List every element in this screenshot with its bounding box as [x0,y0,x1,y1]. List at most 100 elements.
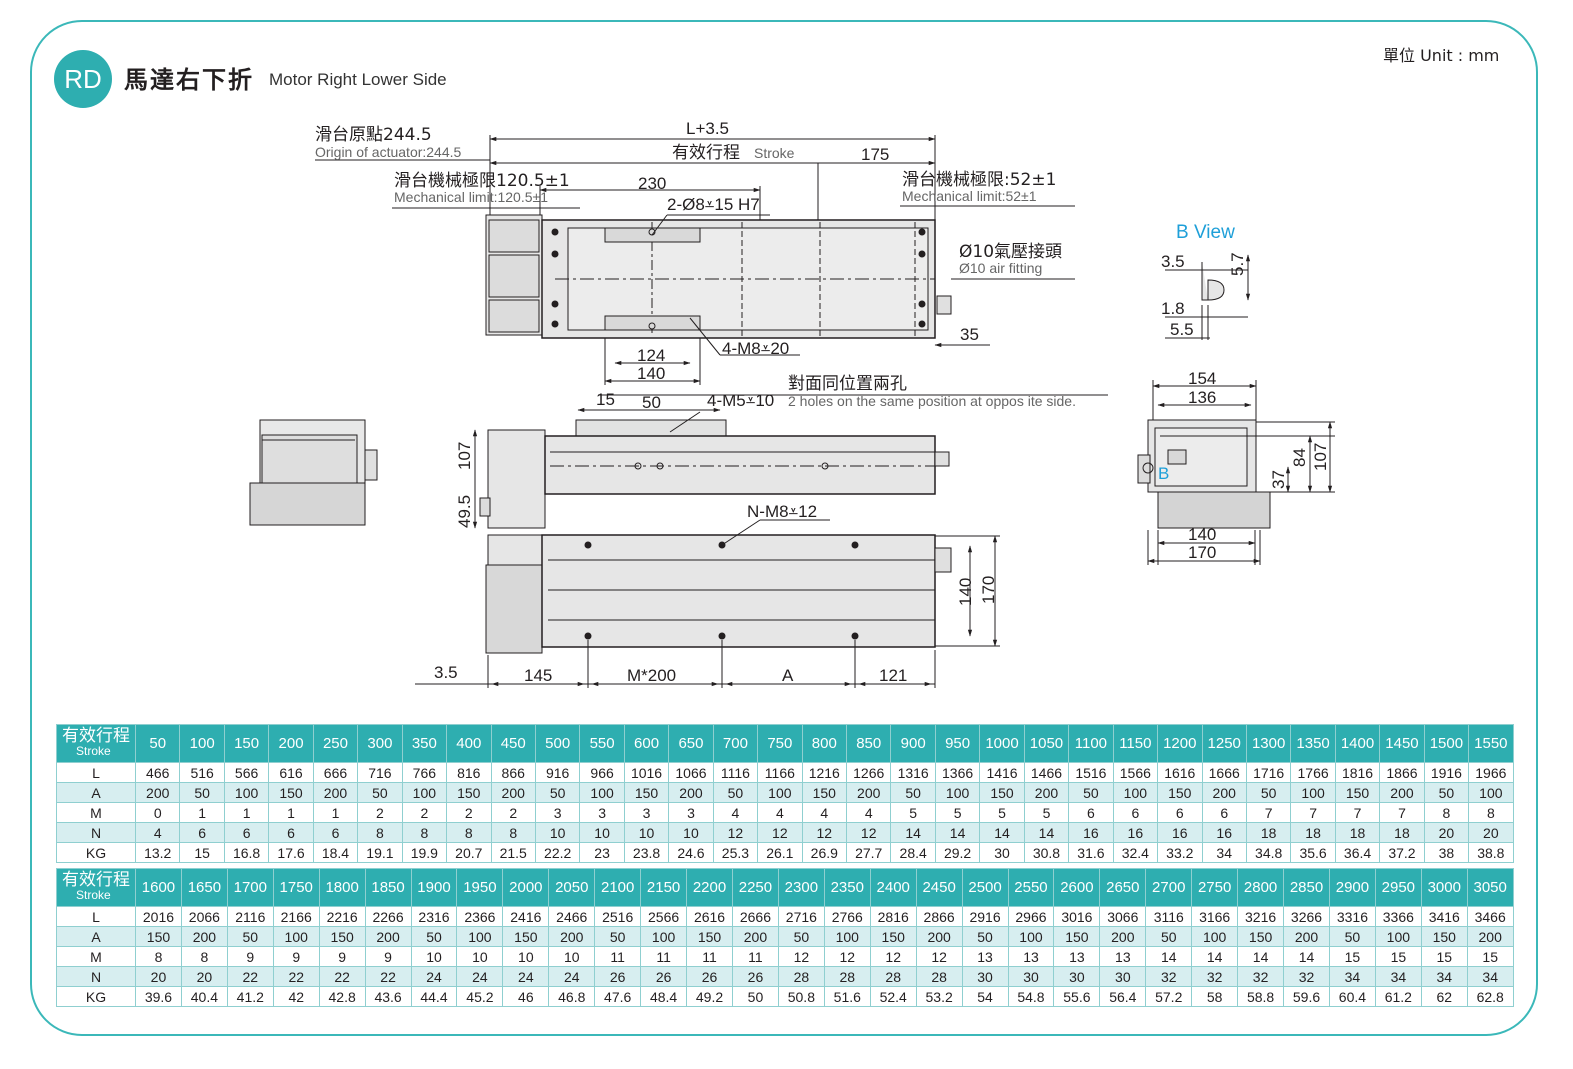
table-cell: 50 [712,782,759,803]
stroke-value-cell: 1200 [1157,724,1203,763]
table-cell: 1016 [623,762,670,783]
table-cell: 10 [456,946,504,967]
stroke-header-cn: 有效行程 [62,725,130,746]
table-cell: 36.4 [1334,842,1381,863]
table-cell: 26 [731,966,779,987]
table-cell: 15 [1328,946,1376,967]
stroke-value-cell: 2650 [1099,868,1147,907]
table-cell: 3 [668,802,714,823]
dim-84: 84 [1290,448,1309,467]
table-cell: 16.8 [223,842,270,863]
stroke-value-cell: 2550 [1007,868,1055,907]
table-cell: 3166 [1191,906,1239,927]
table-cell: 12 [757,822,803,843]
table-cell: 34 [1420,966,1468,987]
table-cell: 32.4 [1112,842,1159,863]
table-cell: 50 [226,926,274,947]
table-cell: 55.6 [1053,986,1101,1007]
mech-limit-left-en: Mechanical limit:120.5±1 [394,189,548,205]
table-cell: 18 [1379,822,1425,843]
table-cell: 3316 [1328,906,1376,927]
table-cell: 42.8 [318,986,366,1007]
table-cell: 56.4 [1099,986,1147,1007]
stroke-value-cell: 2900 [1328,868,1376,907]
table-cell: 8 [490,822,536,843]
table-cell: 150 [135,926,182,947]
table-cell: 49.2 [686,986,733,1007]
table-cell: 14 [1145,946,1193,967]
stroke-value-cell: 300 [357,724,403,763]
table-cell: 100 [223,782,270,803]
table-cell: 1 [223,802,270,823]
table-cell: 34 [1328,966,1376,987]
table-cell: 8 [135,946,182,967]
table-cell: 6 [223,822,270,843]
table-cell: 100 [1374,926,1422,947]
dim-49-5: 49.5 [455,495,474,528]
table-cell: 19.9 [401,842,448,863]
dim-140-top: 140 [637,364,665,383]
row-label: M [56,946,136,967]
dim-3-5-bottom: 3.5 [434,663,458,682]
stroke-value-cell: 2050 [548,868,596,907]
table-cell: 3266 [1283,906,1330,927]
dim-124: 124 [637,346,665,365]
table-cell: 14 [1283,946,1330,967]
table-cell: 24 [502,966,550,987]
table-cell: 23.8 [623,842,670,863]
table-cell: 2416 [502,906,550,927]
stroke-header-en: Stroke [76,743,111,758]
table-cell: 12 [712,822,759,843]
table-cell: 200 [1466,926,1514,947]
table-cell: 16 [1201,822,1247,843]
table-cell: 2366 [456,906,504,927]
table-cell: 12 [823,946,871,967]
table-cell: 28 [823,966,871,987]
table-cell: 6 [312,822,359,843]
table-cell: 11 [594,946,642,967]
stroke-value-cell: 3050 [1466,868,1514,907]
table-cell: 100 [1290,782,1336,803]
table-cell: 6 [1112,802,1159,823]
table-cell: 28 [777,966,825,987]
table-cell: 3016 [1053,906,1101,927]
table-cell: 1666 [1201,762,1247,783]
stroke-value-cell: 1850 [364,868,412,907]
table-cell: 3366 [1374,906,1422,927]
dim-5-7: 5.7 [1228,252,1247,276]
table-cell: 1 [179,802,225,823]
table-cell: 966 [579,762,625,783]
table-cell: 2016 [135,906,182,927]
table-cell: 28 [869,966,917,987]
table-cell: 30 [1053,966,1101,987]
table-cell: 59.6 [1283,986,1330,1007]
stroke-value-cell: 450 [490,724,536,763]
table-cell: 13 [1053,946,1101,967]
length-dim: L+3.5 [686,119,729,138]
table-cell: 26 [640,966,688,987]
table-cell: 18 [1334,822,1381,843]
table-cell: 14 [934,822,981,843]
table-cell: 30 [961,966,1009,987]
row-label: N [56,822,136,843]
table-cell: 15 [1466,946,1514,967]
table-cell: 44.4 [410,986,458,1007]
table-cell: 2666 [731,906,779,927]
table-cell: 11 [686,946,733,967]
table-cell: 9 [364,946,412,967]
table-cell: 16 [1157,822,1203,843]
table-cell: 3066 [1099,906,1147,927]
table-cell: 2066 [180,906,228,927]
origin-label-cn: 滑台原點244.5 [315,125,432,145]
table-cell: 1066 [668,762,714,783]
table-cell: 100 [401,782,448,803]
table-cell: 62 [1420,986,1468,1007]
dim-50: 50 [642,393,661,412]
table-cell: 20 [135,966,182,987]
table-cell: 200 [134,782,181,803]
table-cell: 32 [1191,966,1239,987]
side-view [472,394,1108,529]
